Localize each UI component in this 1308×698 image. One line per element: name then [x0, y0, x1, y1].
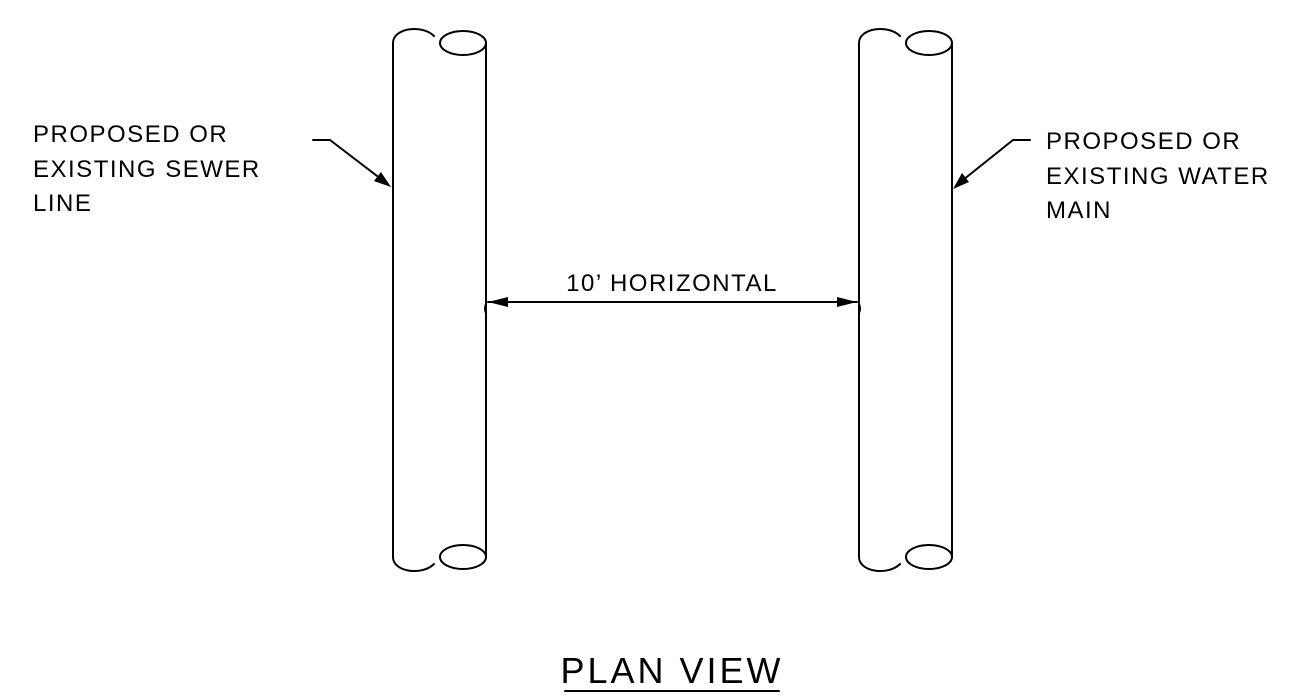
sewer-label-line-1: PROPOSED OR [33, 121, 228, 148]
sewer-label-line-3: LINE [33, 190, 92, 217]
water-main-label: PROPOSED OR EXISTING WATER MAIN [1046, 128, 1278, 224]
sewer-leader [312, 139, 391, 187]
sewer-pipe [392, 27, 487, 573]
view-title: PLAN VIEW [560, 650, 783, 691]
dimension-label: 10’ HORIZONTAL [566, 270, 778, 297]
water-label-line-2: EXISTING WATER [1046, 163, 1270, 190]
sewer-label-line-2: EXISTING SEWER [33, 156, 261, 183]
sewer-line-label: PROPOSED OR EXISTING SEWER LINE [33, 121, 269, 217]
water-label-line-3: MAIN [1046, 197, 1112, 224]
water-label-line-1: PROPOSED OR [1046, 128, 1241, 155]
water-main-pipe [858, 27, 953, 573]
dimension-line [484, 297, 861, 314]
water-main-leader [953, 139, 1031, 189]
